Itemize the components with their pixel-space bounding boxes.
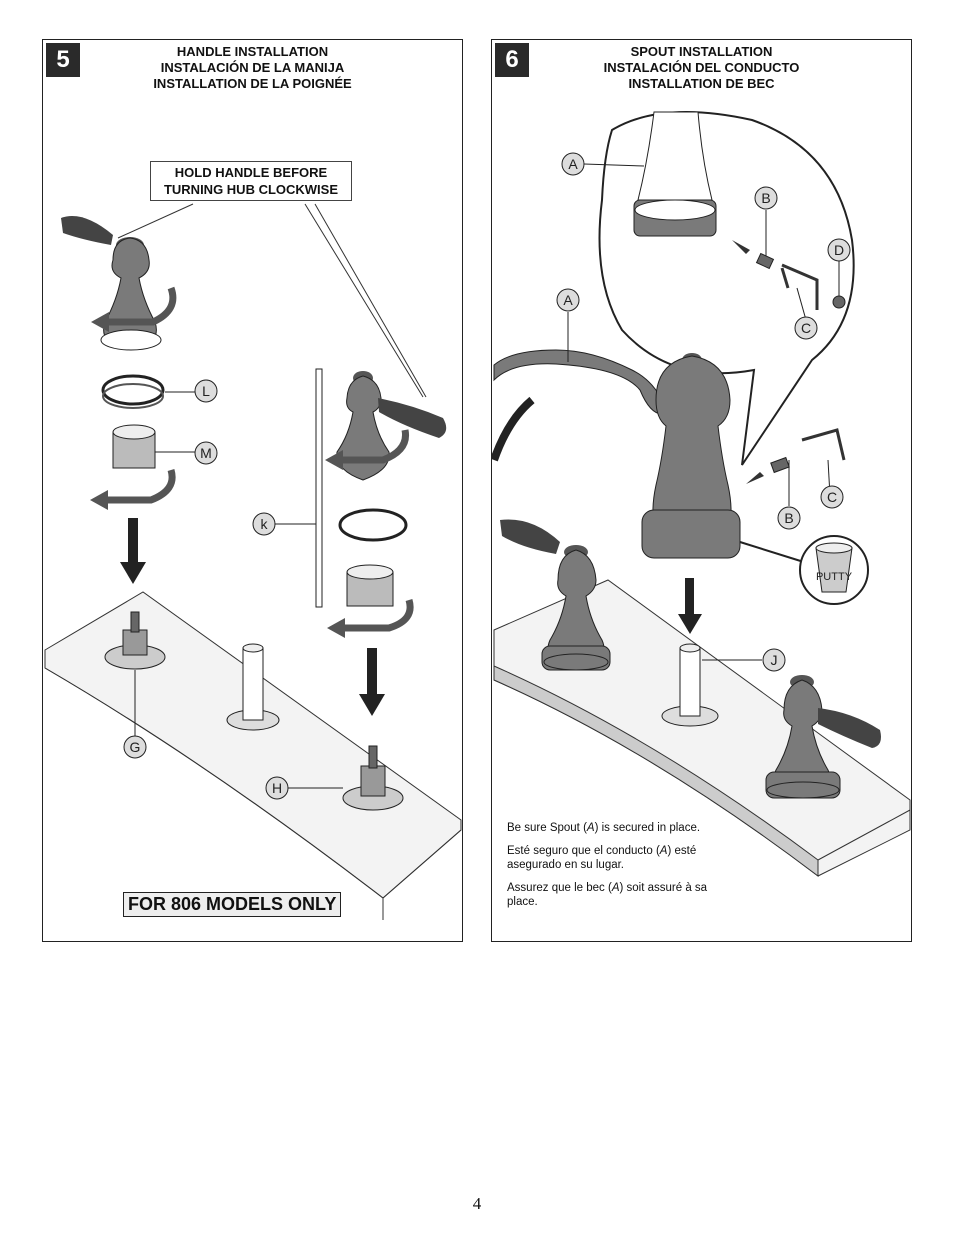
- label-B-zoom-text: B: [761, 190, 770, 206]
- label-G: G: [123, 735, 147, 759]
- handle-right-exploded: [325, 371, 447, 481]
- handle-left-installed: [500, 519, 611, 671]
- step-number: 5: [46, 43, 80, 77]
- note-fr-part2: ) soit assuré à sa place.: [507, 882, 708, 908]
- label-J-text: J: [771, 652, 778, 668]
- heading-es: INSTALACIÓN DE LA MANIJA: [160, 60, 345, 75]
- note-english: Be sure Spout (A) is secured in place.: [507, 821, 737, 835]
- heading-en: HANDLE INSTALLATION: [176, 44, 329, 59]
- seal-ring-right: [338, 508, 408, 542]
- note-es-part2: ) esté asegurado en su lugar.: [507, 845, 697, 871]
- note-en-part2: ) is secured in place.: [594, 822, 701, 834]
- spout-shank: [226, 643, 280, 731]
- label-k: k: [252, 512, 276, 536]
- zoom-spout-base: [633, 111, 717, 237]
- label-H-text: H: [272, 780, 282, 796]
- down-arrow: [678, 578, 702, 634]
- label-L-text: L: [202, 383, 210, 399]
- zoom-setscrew: [755, 252, 775, 270]
- label-B-text: B: [784, 510, 793, 526]
- callout-line-1: HOLD HANDLE BEFORE: [174, 165, 328, 180]
- label-C-zoom-text: C: [801, 320, 811, 336]
- hub-right: [327, 564, 414, 638]
- note-fr-ref: A: [611, 882, 620, 894]
- label-D: D: [827, 238, 851, 262]
- note-french: Assurez que le bec (A) soit assuré à sa …: [507, 881, 737, 909]
- callout-line-2: TURNING HUB CLOCKWISE: [163, 182, 339, 197]
- note-es-part1: Esté seguro que el conducto (: [507, 845, 660, 857]
- putty-label: PUTTY: [816, 571, 853, 583]
- step-5-panel: 5 HANDLE INSTALLATION INSTALACIÓN DE LA …: [42, 39, 463, 942]
- label-C-text: C: [827, 489, 837, 505]
- label-k-text: k: [261, 516, 269, 532]
- putty-container: PUTTY: [739, 535, 869, 605]
- note-es-ref: A: [659, 845, 668, 857]
- heading-en: SPOUT INSTALLATION: [630, 44, 773, 59]
- label-G-text: G: [130, 739, 141, 755]
- label-A-zoom-text: A: [568, 156, 578, 172]
- note-en-part1: Be sure Spout (: [507, 822, 587, 834]
- step-heading: SPOUT INSTALLATION INSTALACIÓN DEL CONDU…: [492, 44, 911, 92]
- note-en-ref: A: [586, 822, 595, 834]
- heading-es: INSTALACIÓN DEL CONDUCTO: [603, 60, 800, 75]
- step-6-illustration: PUTTY: [492, 111, 911, 878]
- step-heading: HANDLE INSTALLATION INSTALACIÓN DE LA MA…: [43, 44, 462, 92]
- down-arrow-left: [120, 518, 146, 584]
- zoom-hex-wrench: [780, 263, 819, 310]
- label-B-zoom: B: [754, 186, 778, 210]
- valve-H: [342, 745, 404, 811]
- label-A-zoom: A: [561, 152, 585, 176]
- label-A-spout: A: [556, 288, 580, 312]
- handle-right-installed: [765, 675, 881, 799]
- label-B: B: [777, 506, 801, 530]
- page-number: 4: [472, 1194, 482, 1213]
- shank-J: [661, 643, 719, 727]
- label-J: J: [762, 648, 786, 672]
- note-fr-part1: Assurez que le bec (: [507, 882, 612, 894]
- label-D-text: D: [834, 242, 844, 258]
- down-arrow-right: [359, 648, 385, 716]
- label-L: L: [194, 379, 218, 403]
- label-M-text: M: [200, 445, 212, 461]
- label-A-spout-text: A: [563, 292, 573, 308]
- step-number: 6: [495, 43, 529, 77]
- hold-handle-callout: HOLD HANDLE BEFORE TURNING HUB CLOCKWISE: [150, 161, 352, 201]
- step-6-panel: 6 SPOUT INSTALLATION INSTALACIÓN DEL CON…: [491, 39, 912, 942]
- label-M: M: [194, 441, 218, 465]
- valve-G: [104, 611, 166, 670]
- spout-A: [492, 349, 741, 559]
- bracket-k: [315, 368, 323, 608]
- install-note: Be sure Spout (A) is secured in place. E…: [507, 821, 737, 918]
- step-5-illustration: L M k G H: [44, 203, 462, 920]
- label-C: C: [820, 485, 844, 509]
- zoom-arrow: [732, 240, 750, 254]
- handle-left-exploded: [61, 216, 177, 351]
- countertop: [44, 591, 462, 899]
- label-C-zoom: C: [794, 316, 818, 340]
- callout-leader: [117, 203, 194, 239]
- seal-ring-L: [101, 374, 165, 409]
- label-H: H: [265, 776, 289, 800]
- zoom-plug-D: [832, 295, 846, 309]
- hub-M: [90, 424, 176, 510]
- note-spanish: Esté seguro que el conducto (A) esté ase…: [507, 844, 737, 872]
- heading-fr: INSTALLATION DE LA POIGNÉE: [153, 76, 352, 91]
- heading-fr: INSTALLATION DE BEC: [628, 76, 775, 91]
- models-note: FOR 806 MODELS ONLY: [123, 892, 342, 917]
